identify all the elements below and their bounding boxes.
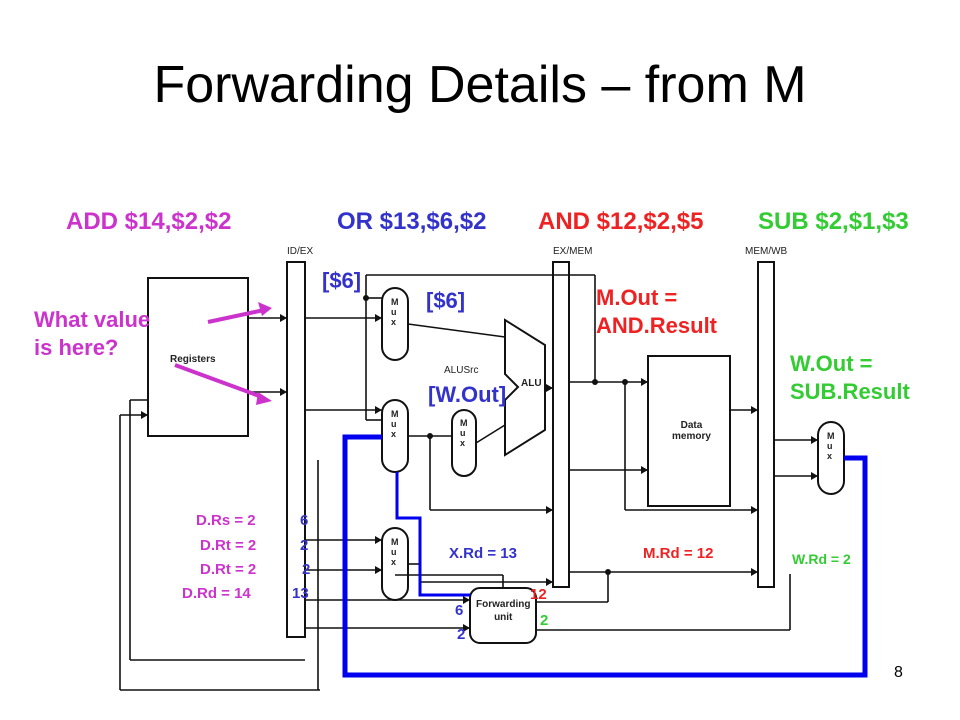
register-file-box (147, 277, 249, 437)
question-annotation: What value is here? (34, 307, 151, 360)
w-out-annotation: W.Out = SUB.Result (790, 351, 910, 404)
m-out-annotation: M.Out = AND.Result (596, 285, 718, 338)
decode-rs-label: D.Rs = 2 (196, 512, 256, 529)
mem-wb-label: MEM/WB (745, 246, 788, 257)
reg6-mid-annotation: [$6] (426, 288, 466, 313)
instruction-or: OR $13,$6,$2 (337, 208, 487, 235)
forward-input-right-top: 12 (530, 586, 547, 603)
forwarding-unit-label: Forwarding unit (476, 599, 531, 623)
page-number: 8 (894, 664, 903, 681)
forward-input-left-bottom: 2 (457, 626, 466, 643)
m-rd-label: M.Rd = 12 (643, 545, 714, 562)
x-rd-label: X.Rd = 13 (449, 545, 517, 562)
reg6-top-annotation: [$6] (322, 268, 362, 293)
forward-input-left-top: 6 (455, 602, 464, 619)
ex-mem-label: EX/MEM (553, 246, 593, 257)
decode-rs-value: 6 (300, 512, 309, 529)
mem-wb-register-bar (757, 261, 775, 588)
forward-input-right-bottom: 2 (540, 612, 549, 629)
question-arrow-bottom (174, 363, 263, 399)
mux-writeback-label: M u x (827, 431, 835, 461)
alu-shape (504, 318, 546, 457)
ex-mem-register-bar (552, 261, 570, 588)
decode-rt-label: D.Rt = 2 (200, 537, 257, 554)
forward-control-bus (395, 472, 470, 597)
mux-a-label: M u x (391, 297, 399, 327)
w-out-bracket-annotation: [W.Out] (428, 382, 507, 407)
id-ex-register-bar (286, 261, 306, 638)
decode-rd-label: D.Rd = 14 (182, 585, 251, 602)
alu-label: ALU (521, 378, 542, 389)
mux-regdst-label: M u x (391, 537, 399, 567)
id-ex-label: ID/EX (287, 246, 314, 257)
instruction-add: ADD $14,$2,$2 (66, 208, 232, 235)
decode-rt2-value: 2 (302, 561, 311, 578)
w-rd-label: W.Rd = 2 (792, 551, 851, 567)
question-arrow-top (207, 308, 265, 324)
data-memory-label: Data memory (672, 420, 711, 442)
instruction-and: AND $12,$2,$5 (538, 208, 704, 235)
slide-title: Forwarding Details – from M (153, 56, 807, 114)
instruction-sub: SUB $2,$1,$3 (758, 208, 909, 235)
writeback-bus (342, 434, 868, 678)
data-memory-box (647, 355, 731, 507)
mux-b-label: M u x (391, 409, 399, 439)
decode-rt2-label: D.Rt = 2 (200, 561, 257, 578)
alusrc-label: ALUSrc (444, 365, 479, 376)
decode-rd-value: 13 (292, 585, 309, 602)
mux-alusrc-label: M u x (460, 418, 468, 448)
decode-rt-value: 2 (300, 537, 309, 554)
registers-label: Registers (170, 354, 216, 365)
